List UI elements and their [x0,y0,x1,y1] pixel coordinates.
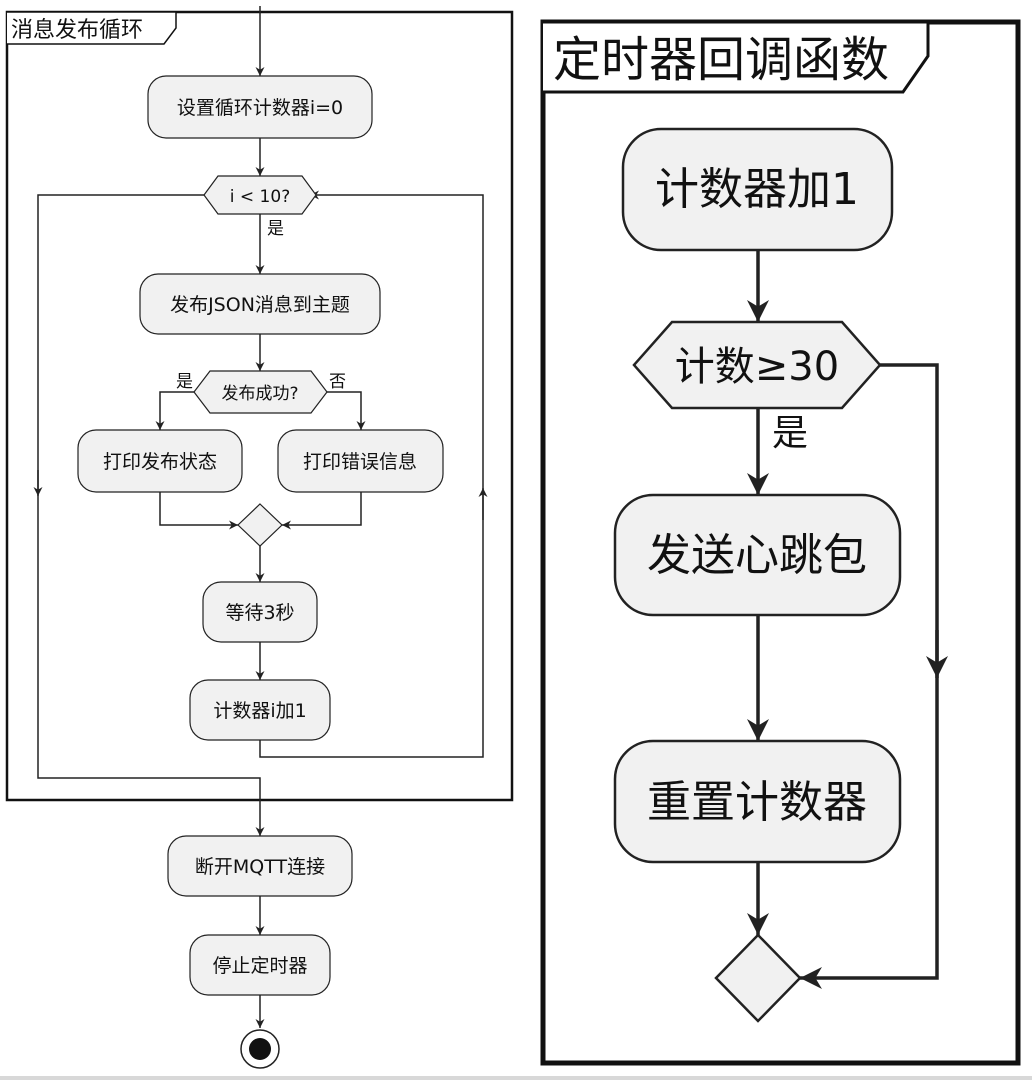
edge-loop-back [259,190,484,758]
node-reset-counter: 重置计数器 [613,739,902,864]
edge-r-check-no [800,363,939,989]
timer-partition-tab [543,20,930,94]
node-publish-json: 发布JSON消息到主题 [139,273,381,335]
node-init-counter-label: 设置循环计数器i=0 [177,97,343,119]
timer-partition-title: 定时器回调函数 [553,32,889,88]
bottom-edge-strip [0,1076,1032,1080]
node-wait: 等待3秒 [202,581,318,643]
decision-r-threshold-label: 计数≥30 [675,344,839,390]
loop-partition-tab [7,11,177,45]
publish-ok-no-label: 否 [329,372,346,392]
node-increment-left: 计数器i加1 [189,679,331,741]
node-print-status-label: 打印发布状态 [103,451,217,473]
edge-check-no [325,391,366,430]
node-print-error: 打印错误信息 [277,429,444,493]
edge-error-to-merge [282,492,362,530]
decision-publish-ok: 发布成功? [193,370,328,414]
decision-loop-condition-label: i < 10? [230,187,290,207]
node-reset-counter-label: 重置计数器 [647,777,867,828]
merge-diamond-right [714,933,802,1023]
node-r-increment: 计数器加1 [621,127,894,252]
node-disconnect: 断开MQTT连接 [167,835,353,897]
node-init-counter: 设置循环计数器i=0 [147,75,373,139]
node-print-status: 打印发布状态 [77,429,243,493]
publish-ok-yes-label: 是 [176,372,193,392]
node-wait-label: 等待3秒 [225,602,294,624]
node-disconnect-label: 断开MQTT连接 [195,856,325,878]
node-r-increment-label: 计数器加1 [655,164,859,215]
decision-publish-ok-label: 发布成功? [221,384,298,404]
node-publish-json-label: 发布JSON消息到主题 [170,294,350,316]
edge-check-yes [155,391,196,430]
right-activity-diagram: 定时器回调函数 计数器加1 计数≥30 是 发送心跳包 重置计数器 [540,19,1021,1066]
decision-r-threshold: 计数≥30 [632,320,882,410]
r-threshold-yes-label: 是 [772,413,808,454]
node-increment-left-label: 计数器i加1 [213,700,306,722]
end-node [240,1029,280,1069]
node-stop-timer-label: 停止定时器 [212,955,307,977]
merge-diamond-left [237,503,283,547]
node-stop-timer: 停止定时器 [189,934,331,996]
edge-loop-exit [37,194,265,836]
left-activity-diagram: 消息发布循环 设置循环计数器i=0 i < 10 [5,6,514,1069]
decision-loop-condition: i < 10? [203,175,317,215]
node-print-error-label: 打印错误信息 [303,451,417,473]
node-send-heartbeat-label: 发送心跳包 [647,530,867,581]
node-send-heartbeat: 发送心跳包 [613,493,902,617]
loop-partition-title: 消息发布循环 [11,18,143,43]
edge-status-to-merge [159,492,238,530]
loop-yes-label: 是 [267,219,284,239]
